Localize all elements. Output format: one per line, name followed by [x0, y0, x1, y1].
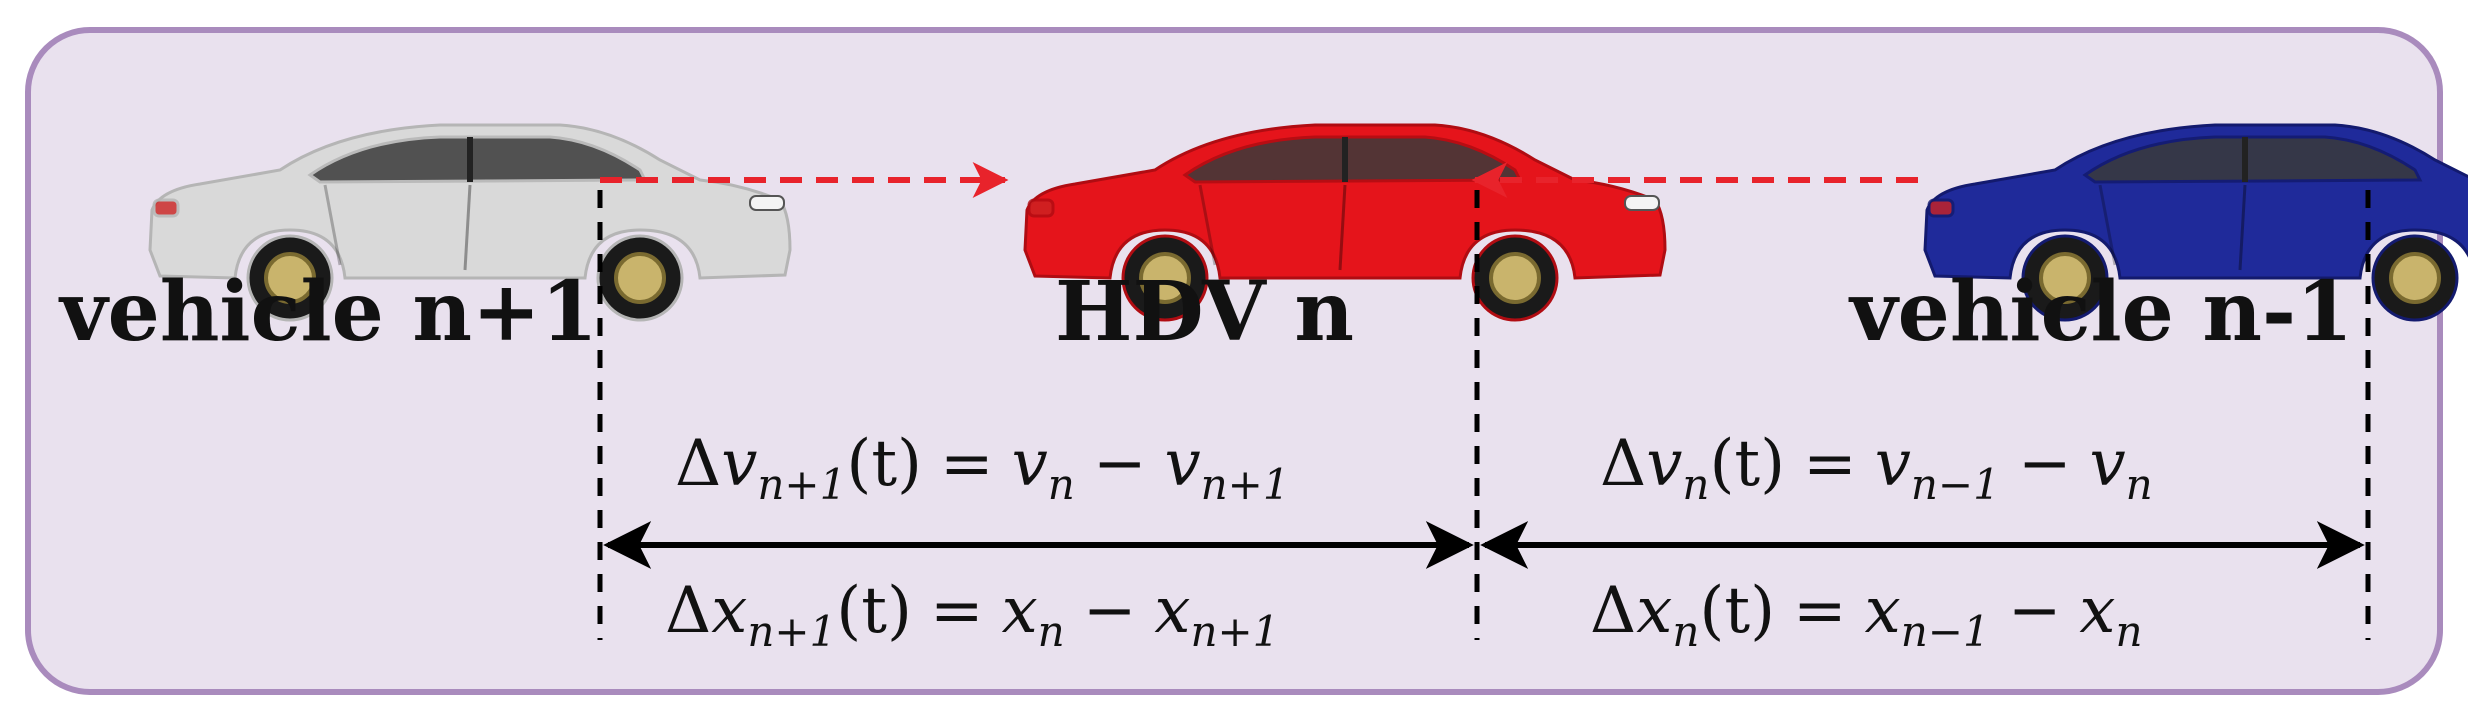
label-ego: HDV n — [1055, 264, 1354, 360]
label-follower: vehicle n+1 — [58, 264, 598, 360]
eq-dx-follower: Δxn+1(t)=xn−xn+1 — [665, 574, 1279, 656]
eq-dx-ego: Δxn(t)=xn−1−xn — [1590, 574, 2143, 656]
eq-dv-ego: Δvn(t)=vn−1−vn — [1600, 427, 2153, 509]
eq-dv-follower: Δvn+1(t)=vn−vn+1 — [675, 427, 1290, 509]
label-leader: vehicle n-1 — [1848, 264, 2353, 360]
